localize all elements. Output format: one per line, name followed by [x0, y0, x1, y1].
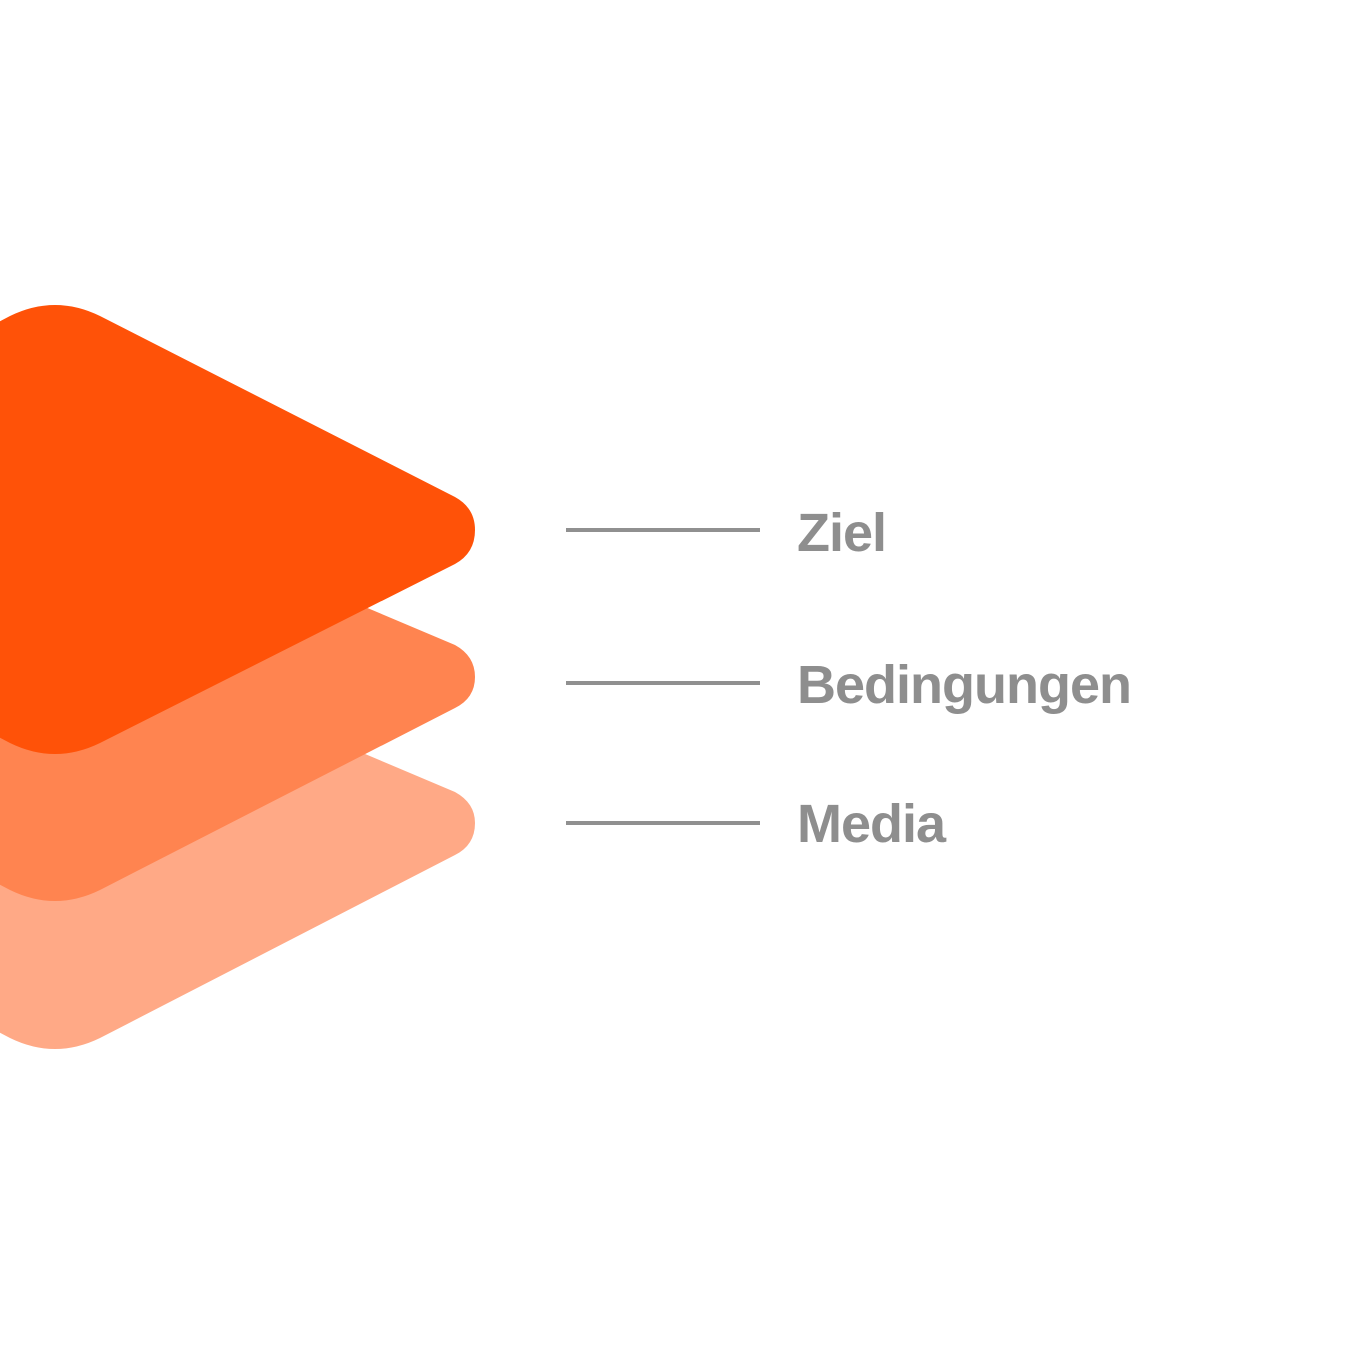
layer-label-ziel: Ziel [797, 503, 887, 563]
layer-label-media: Media [797, 794, 946, 854]
layer-label-bedingungen: Bedingungen [797, 655, 1132, 715]
layer-shape-ziel [0, 305, 475, 754]
